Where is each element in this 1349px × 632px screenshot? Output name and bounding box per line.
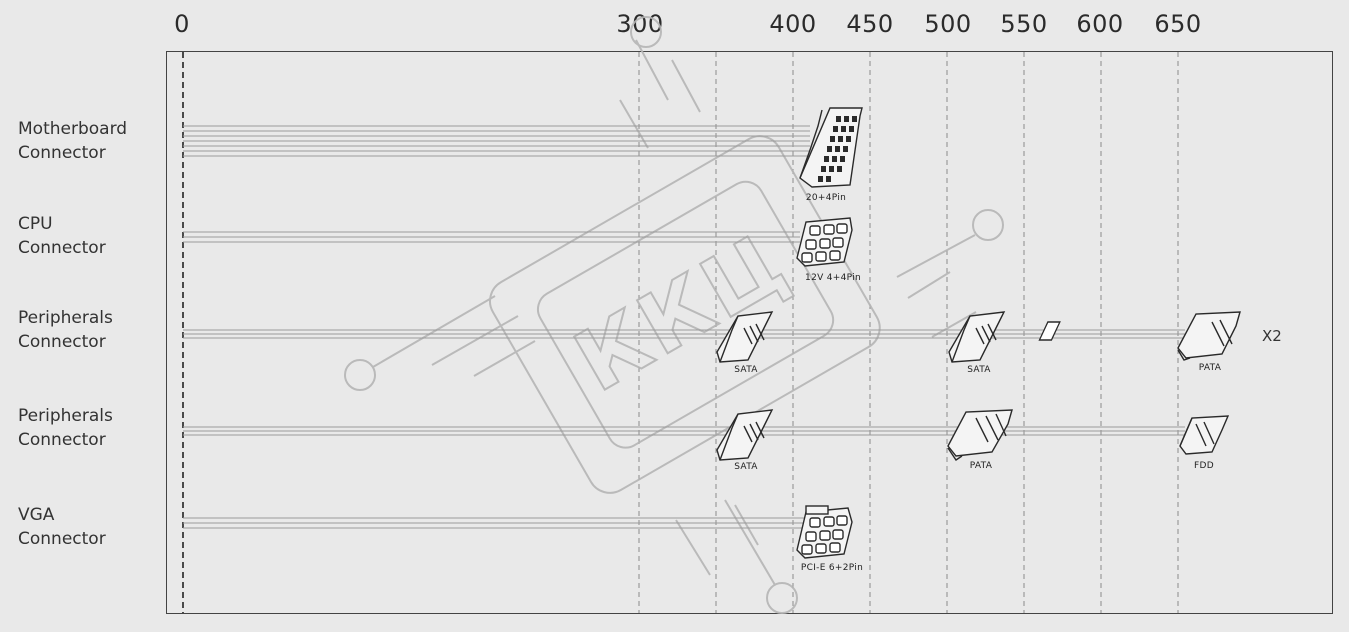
sata-connector-icon — [716, 409, 774, 461]
scale-tick-label: 650 — [1154, 10, 1202, 38]
row-label-line: VGA — [18, 505, 55, 525]
row-label-cpu: CPU Connector — [18, 212, 168, 260]
row-label-line: Connector — [18, 529, 106, 549]
row-label-line: Connector — [18, 430, 106, 450]
connector-caption: 12V 4+4Pin — [805, 273, 861, 283]
watermark-trace — [896, 234, 976, 278]
connector-caption: SATA — [734, 462, 758, 472]
row-label-line: Connector — [18, 143, 106, 163]
connector-caption: SATA — [967, 365, 991, 375]
row-label-vga: VGA Connector — [18, 503, 168, 551]
sata-connector-icon — [716, 311, 774, 363]
scale-tick-label: 500 — [924, 10, 972, 38]
row-label-line: Motherboard — [18, 119, 128, 139]
connector-caption: PATA — [1198, 363, 1222, 373]
watermark-node — [972, 209, 1004, 241]
connector-caption: PCI-E 6+2Pin — [800, 563, 864, 573]
watermark-trace — [431, 315, 519, 366]
watermark-trace — [931, 311, 977, 338]
cable-motherboard — [183, 125, 810, 157]
connector-caption: 20+4Pin — [805, 193, 847, 203]
row-label-line: Peripherals — [18, 406, 113, 426]
row-label-line: Connector — [18, 238, 106, 258]
watermark-trace — [734, 504, 759, 546]
watermark-trace — [724, 499, 776, 586]
pata-connector-icon — [1038, 311, 1241, 361]
multiplier-label: X2 — [1262, 327, 1282, 345]
watermark-node — [344, 359, 376, 391]
watermark-trace — [473, 340, 536, 377]
scale-tick-label: 0 — [174, 10, 190, 38]
connector-caption: PATA — [969, 461, 993, 471]
watermark-trace — [372, 295, 496, 368]
plot-frame — [166, 51, 1333, 614]
row-label-line: CPU — [18, 214, 53, 234]
watermark-trace — [671, 59, 701, 113]
atx-24pin-connector-icon — [799, 107, 863, 188]
connector-caption: SATA — [734, 365, 758, 375]
cable-vga — [183, 517, 805, 529]
row-label-line: Peripherals — [18, 308, 113, 328]
eps-8pin-connector-icon — [796, 217, 853, 267]
row-label-peripherals-1: Peripherals Connector — [18, 306, 168, 354]
cable-cpu — [183, 231, 800, 243]
watermark: ККЦ — [344, 16, 1004, 614]
scale-tick-label: 450 — [846, 10, 894, 38]
scale-tick-label: 300 — [616, 10, 664, 38]
fdd-connector-icon — [1179, 415, 1230, 455]
watermark-trace — [619, 99, 649, 149]
connector-caption: FDD — [1194, 461, 1214, 471]
watermark-node — [630, 16, 662, 48]
watermark-inner-frame — [536, 180, 835, 449]
watermark-trace — [635, 39, 669, 101]
pcie-8pin-connector-icon — [796, 505, 853, 559]
sata-connector-icon — [948, 311, 1006, 363]
scale-tick-label: 400 — [769, 10, 817, 38]
row-label-peripherals-2: Peripherals Connector — [18, 404, 168, 452]
watermark-trace — [675, 519, 711, 576]
scale-tick-label: 600 — [1076, 10, 1124, 38]
watermark-node — [766, 582, 798, 614]
row-label-motherboard: Motherboard Connector — [18, 117, 168, 165]
pata-connector-icon — [947, 409, 1013, 461]
watermark-trace — [907, 271, 951, 299]
cable-peripherals-2 — [183, 426, 1185, 436]
row-label-line: Connector — [18, 332, 106, 352]
cable-peripherals-1 — [183, 329, 1185, 339]
scale-tick-label: 550 — [1000, 10, 1048, 38]
